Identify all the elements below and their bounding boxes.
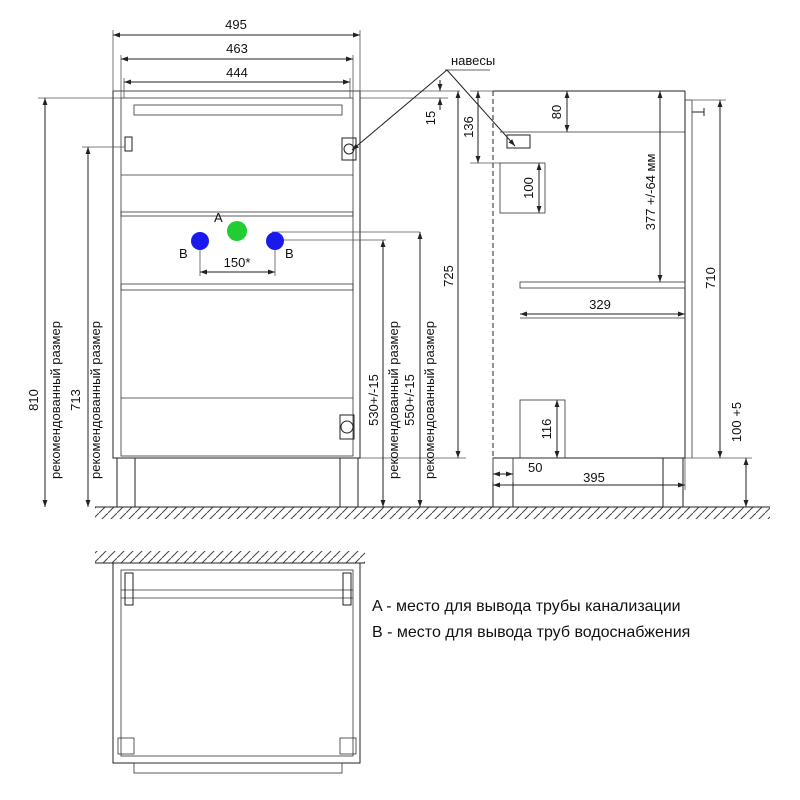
dim-height-530: 530+/-15 xyxy=(366,374,381,426)
dim-side-50: 50 xyxy=(528,460,542,475)
pipe-point-b-left xyxy=(191,232,209,250)
label-point-a: A xyxy=(214,210,223,225)
leg-back-side xyxy=(662,457,684,508)
dim-side-329: 329 xyxy=(589,297,611,312)
leg-left-front xyxy=(116,457,136,508)
legend-item-b: B - место для вывода труб водоснабжения xyxy=(372,624,690,641)
dim-height-725: 725 xyxy=(441,265,456,287)
dim-side-116: 116 xyxy=(539,419,554,440)
dim-width-495: 495 xyxy=(225,17,247,32)
dim-height-810: 810 xyxy=(26,389,41,411)
dim-side-136: 136 xyxy=(461,116,476,138)
pipe-point-a xyxy=(227,221,247,241)
dim-width-444: 444 xyxy=(226,65,248,80)
legend: A - место для вывода трубы канализации B… xyxy=(372,598,690,641)
plan-view xyxy=(95,551,365,774)
pipe-point-b-right xyxy=(266,232,284,250)
dim-height-713-note: рекомендованный размер xyxy=(88,321,103,479)
dim-side-80: 80 xyxy=(549,105,564,119)
hinge-top-left xyxy=(124,136,133,152)
floor-top xyxy=(95,506,770,519)
dim-height-550: 550+/-15 xyxy=(402,374,417,426)
dim-height-550-note: рекомендованный размер xyxy=(422,321,437,479)
dim-height-530-note: рекомендованный размер xyxy=(386,321,401,479)
dim-height-810-note: рекомендованный размер xyxy=(48,321,63,479)
dim-top-gap-15: 15 xyxy=(423,111,438,125)
dim-side-377: 377 +/-64 мм xyxy=(643,154,658,231)
label-hinges: навесы xyxy=(451,53,495,68)
dim-side-395: 395 xyxy=(583,470,605,485)
side-view: 136 80 100 377 +/-64 мм 710 329 116 50 3… xyxy=(461,90,752,508)
front-view: 495 463 444 15 725 550+/-15 рекомендован… xyxy=(26,17,516,508)
dim-height-713: 713 xyxy=(68,389,83,411)
dim-pipe-spacing: 150* xyxy=(224,255,251,270)
label-point-b-right: B xyxy=(285,246,294,261)
leg-right-front xyxy=(339,457,359,508)
hinge-bottom-right xyxy=(339,414,355,440)
dim-side-710: 710 xyxy=(703,267,718,289)
dim-width-463: 463 xyxy=(226,41,248,56)
leg-front-side xyxy=(492,457,514,508)
dim-side-100-leg: 100 +5 xyxy=(729,402,744,442)
legend-item-a: A - место для вывода трубы канализации xyxy=(372,598,681,615)
label-point-b-left: B xyxy=(179,246,188,261)
dim-side-100-bracket: 100 xyxy=(521,177,536,199)
